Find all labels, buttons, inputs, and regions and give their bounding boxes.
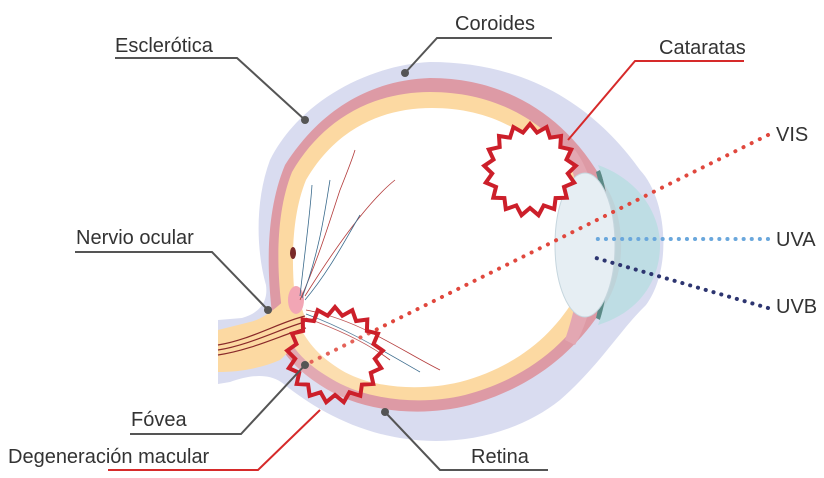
label-uva: UVA: [776, 229, 816, 251]
label-choroid: Coroides: [455, 13, 535, 35]
leader-sclera: [115, 58, 305, 120]
label-cataracts: Cataratas: [659, 37, 746, 59]
leader-sclera-dot: [301, 116, 309, 124]
optic-disc: [288, 286, 304, 314]
label-uvb: UVB: [776, 296, 817, 318]
leader-optic-nerve: [75, 252, 268, 310]
label-fovea: Fóvea: [131, 409, 187, 431]
label-vis: VIS: [776, 124, 808, 146]
label-macular-degeneration: Degeneración macular: [8, 446, 209, 468]
label-optic-nerve: Nervio ocular: [76, 227, 194, 249]
label-sclera: Esclerótica: [115, 35, 213, 57]
blind-spot: [290, 247, 296, 259]
label-retina: Retina: [471, 446, 529, 468]
leader-optic-nerve-dot: [264, 306, 272, 314]
leader-fovea-dot: [301, 361, 309, 369]
leader-choroid-dot: [401, 69, 409, 77]
leader-retina-dot: [381, 408, 389, 416]
